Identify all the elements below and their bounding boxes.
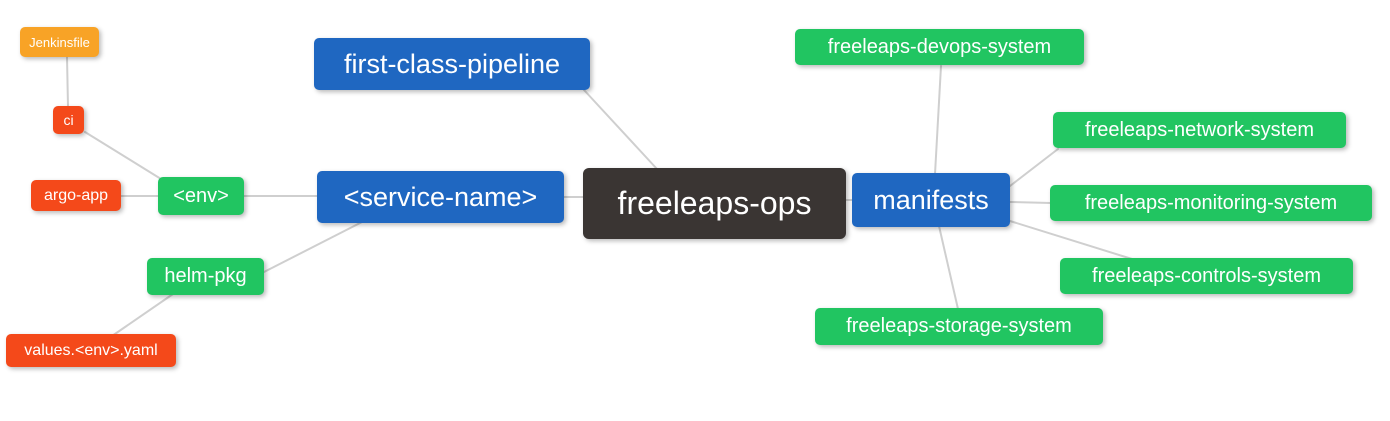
node-argo-app[interactable]: argo-app: [31, 180, 121, 211]
node-env[interactable]: <env>: [158, 177, 244, 215]
edge-jenkinsfile-ci: [66, 56, 69, 108]
edge-pipeline-root: [583, 89, 658, 170]
node-root-freeleaps-ops[interactable]: freeleaps-ops: [583, 168, 846, 239]
edge-manifests-monitoring: [1009, 201, 1052, 204]
edge-ci-env: [84, 131, 162, 180]
edge-manifests-controls: [1009, 220, 1133, 260]
edge-helm-pkg-service-name: [263, 221, 363, 273]
node-manifests[interactable]: manifests: [852, 173, 1010, 227]
edge-manifests-storage: [938, 225, 959, 310]
node-helm-pkg[interactable]: helm-pkg: [147, 258, 264, 295]
edge-manifests-network: [1009, 148, 1059, 187]
node-freeleaps-storage-system[interactable]: freeleaps-storage-system: [815, 308, 1103, 345]
edge-values-helm-pkg: [111, 293, 174, 337]
edge-manifests-devops: [934, 65, 942, 175]
node-ci[interactable]: ci: [53, 106, 84, 134]
node-freeleaps-controls-system[interactable]: freeleaps-controls-system: [1060, 258, 1353, 294]
node-freeleaps-devops-system[interactable]: freeleaps-devops-system: [795, 29, 1084, 65]
node-freeleaps-monitoring-system[interactable]: freeleaps-monitoring-system: [1050, 185, 1372, 221]
node-values-env-yaml[interactable]: values.<env>.yaml: [6, 334, 176, 367]
node-service-name[interactable]: <service-name>: [317, 171, 564, 223]
node-first-class-pipeline[interactable]: first-class-pipeline: [314, 38, 590, 90]
node-jenkinsfile[interactable]: Jenkinsfile: [20, 27, 99, 57]
node-freeleaps-network-system[interactable]: freeleaps-network-system: [1053, 112, 1346, 148]
